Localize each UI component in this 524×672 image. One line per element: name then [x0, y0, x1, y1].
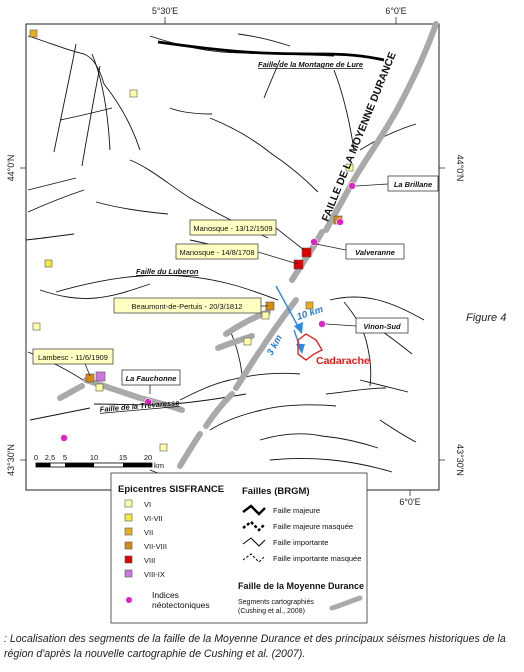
- legend-line-importante-masquee: [242, 553, 266, 563]
- legend-swatch: [124, 555, 133, 564]
- epicentre-square: [95, 383, 104, 392]
- legend-failles-title: Failles (BRGM): [242, 486, 310, 497]
- scale-tick: 2,5: [45, 453, 55, 462]
- indice-point: [348, 182, 356, 190]
- label-lambesc-1909: Lambesc - 11/6/1909: [38, 353, 108, 362]
- epicentre-square: [95, 371, 106, 382]
- legend-segments-line2: (Cushing et al., 2008): [238, 608, 305, 615]
- epicentre-square: [159, 443, 168, 452]
- legend-swatch: [124, 527, 133, 536]
- legend-intensity-label: VIII-IX: [144, 570, 165, 579]
- coord-left-2: 43°30'N: [6, 444, 16, 476]
- indice-point: [318, 320, 326, 328]
- indice-point: [310, 238, 318, 246]
- epicentre-square: [85, 373, 95, 383]
- epicentre-square: [301, 247, 312, 258]
- scale-tick: 15: [119, 453, 127, 462]
- epicentre-square: [29, 29, 38, 38]
- cadarache-outline: [297, 333, 323, 361]
- legend-durance-title: Faille de la Moyenne Durance: [238, 581, 364, 591]
- legend-line-importante: [242, 537, 266, 547]
- label-manosque-1509: Manosque - 13/12/1509: [193, 224, 272, 233]
- coord-right-2: 43°30'N: [455, 444, 465, 476]
- label-vinon-sud: Vinon-Sud: [363, 322, 401, 331]
- epicentre-square: [129, 89, 138, 98]
- epicentres: [29, 29, 354, 452]
- scale-bar: 0 2,5 5 10 15 20 km: [34, 453, 164, 470]
- coord-bottom: 6°0'E: [399, 497, 420, 507]
- indice-point: [144, 398, 152, 406]
- scale-tick: 20: [144, 453, 152, 462]
- legend-faille-item: Faille majeure: [273, 506, 320, 515]
- coord-labels: 5°30'E 6°0'E 6°0'E 44°0'N 43°30'N 44°0'N…: [6, 6, 465, 507]
- indice-point: [60, 434, 68, 442]
- legend-intensity-label: VIII: [144, 556, 155, 565]
- figure-label: Figure 4: [466, 312, 507, 324]
- legend-faille-item: Faille importante: [273, 538, 328, 547]
- epicentre-square: [305, 301, 314, 310]
- label-beaumont-1812: Beaumont-de-Pertuis - 20/3/1812: [132, 302, 243, 311]
- label-la-fauchonne: La Fauchonne: [126, 374, 177, 383]
- legend-indices-line2: néotectoniques: [152, 600, 210, 610]
- place-labels: La Brillane Valveranne Vinon-Sud La Fauc…: [121, 175, 439, 386]
- scale-tick: 0: [34, 453, 38, 462]
- epicentre-square: [293, 259, 304, 270]
- scale-unit: km: [154, 461, 164, 470]
- label-la-brillane: La Brillane: [394, 180, 432, 189]
- coord-left-1: 44°0'N: [6, 155, 16, 182]
- fault-lines: [25, 33, 425, 489]
- epicentre-square: [32, 322, 41, 331]
- legend-indice-point: [126, 597, 132, 603]
- figure-caption: : Localisation des segments de la faille…: [4, 633, 506, 660]
- legend-swatch: [124, 513, 133, 522]
- graticule-ticks: [20, 17, 445, 496]
- legend-swatch: [124, 499, 133, 508]
- epicentre-square: [243, 337, 252, 346]
- indice-point: [336, 218, 344, 226]
- coord-top-2: 6°0'E: [385, 6, 406, 16]
- epicentre-square: [261, 311, 270, 320]
- label-faille-lure: Faille de la Montagne de Lure: [258, 60, 363, 69]
- epicentre-square: [345, 163, 354, 172]
- legend-line-majeure: [242, 504, 266, 516]
- legend-segment-swatch: [329, 595, 363, 611]
- legend-line-majeure-masquee: [242, 520, 266, 532]
- legend-swatch: [124, 569, 133, 578]
- epicentre-square: [44, 259, 53, 268]
- legend-intensity-label: VII-VIII: [144, 542, 167, 551]
- coord-top-1: 5°30'E: [152, 6, 178, 16]
- label-faille-luberon: Faille du Luberon: [136, 267, 199, 276]
- legend-intensity-label: VI: [144, 500, 151, 509]
- coord-right-1: 44°0'N: [455, 155, 465, 182]
- label-manosque-1708: Manosque - 14/8/1708: [179, 248, 254, 257]
- label-cadarache: Cadarache: [316, 355, 370, 367]
- major-fault-lure: [157, 40, 385, 62]
- label-valveranne: Valveranne: [355, 248, 395, 257]
- legend-segments-line1: Segments cartographiés: [238, 599, 314, 606]
- scale-tick: 10: [90, 453, 98, 462]
- legend-intensity-label: VI-VII: [144, 514, 163, 523]
- legend-faille-item: Faille importante masquée: [273, 554, 361, 563]
- legend-indices-line1: Indices: [152, 590, 179, 600]
- legend-faille-item: Faille majeure masquée: [273, 522, 353, 531]
- legend: Epicentres SISFRANCE VI VI-VII VII VII-V…: [110, 472, 368, 624]
- scale-tick: 5: [63, 453, 67, 462]
- legend-swatch: [124, 541, 133, 550]
- legend-intensity-label: VII: [144, 528, 153, 537]
- legend-epicentres-title: Epicentres SISFRANCE: [118, 484, 224, 495]
- neotectonic-indices: [60, 182, 356, 442]
- quake-callouts: Manosque - 13/12/1509 Manosque - 14/8/17…: [32, 219, 277, 365]
